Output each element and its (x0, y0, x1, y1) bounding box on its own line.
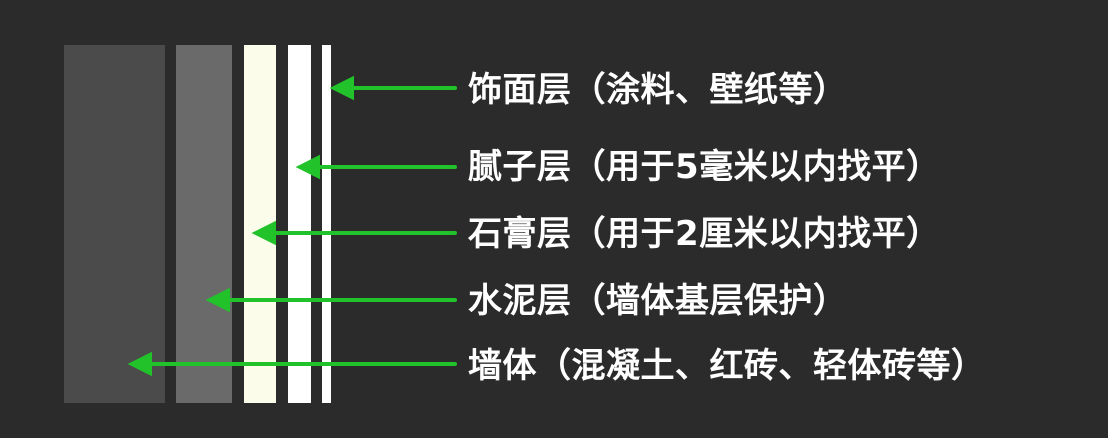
cement-layer-strip (176, 45, 232, 403)
finish-layer-strip (322, 45, 331, 403)
plaster-layer-strip (244, 45, 276, 403)
wall-layer-label: 墙体（混凝土、红砖、轻体砖等） (468, 346, 986, 386)
wall-layer-strip (64, 45, 165, 403)
plaster-arrow (251, 220, 457, 246)
cement-layer-label: 水泥层（墙体基层保护） (468, 281, 848, 321)
putty-layer-strip (288, 45, 311, 403)
putty-layer-label: 腻子层（用于5毫米以内找平） (468, 147, 941, 187)
finish-layer-label: 饰面层（涂料、壁纸等） (468, 70, 848, 110)
plaster-layer-label: 石膏层（用于2厘米以内找平） (468, 214, 941, 254)
finish-arrow (329, 75, 457, 101)
